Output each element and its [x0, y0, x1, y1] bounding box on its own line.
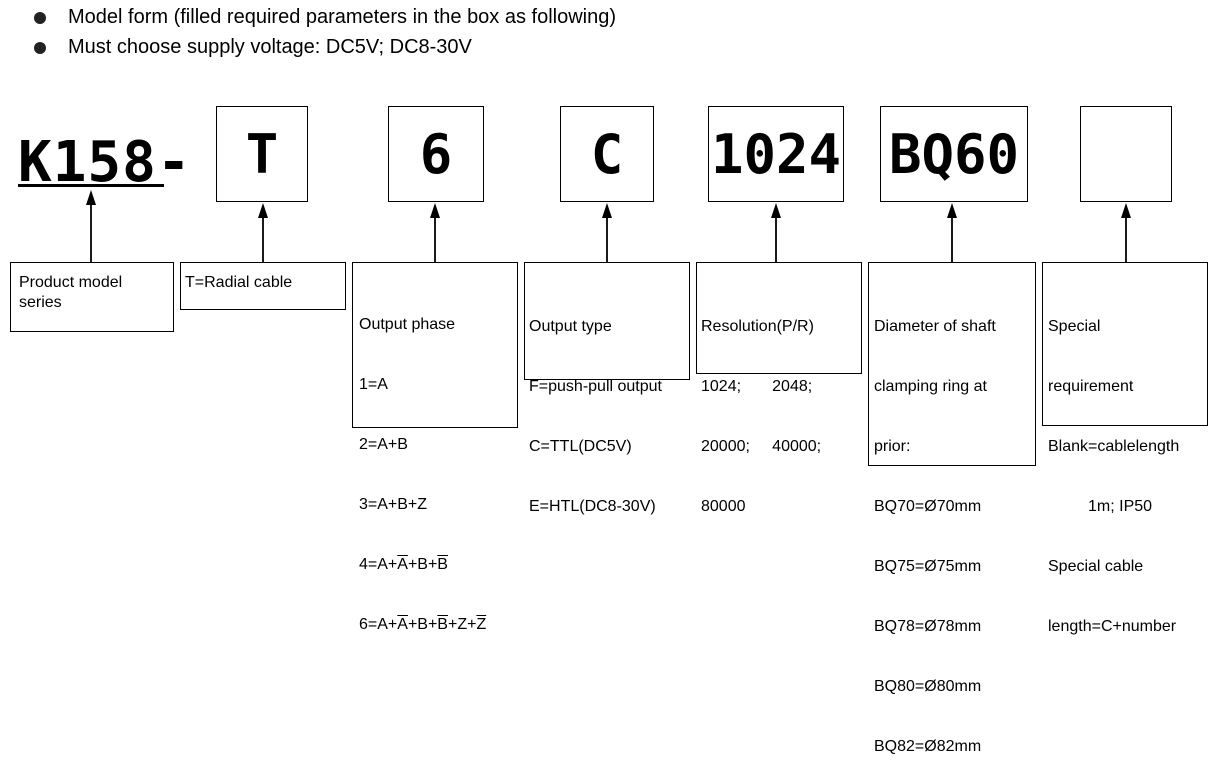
param-box-phase: 6: [388, 106, 484, 202]
param-box-cable: T: [216, 106, 308, 202]
desc-output-phase: Output phase 1=A 2=A+B 3=A+B+Z 4=A+A+B+B…: [352, 262, 518, 633]
bullet-supply-voltage: Must choose supply voltage: DC5V; DC8-30…: [34, 36, 472, 59]
desc-radial-cable: T=Radial cable: [180, 262, 346, 310]
desc-output-type: Output type F=push-pull output C=TTL(DC5…: [524, 262, 690, 515]
connector-arrows: [86, 190, 1131, 262]
desc-special-requirement: Special requirement Blank=cablelength 1m…: [1042, 262, 1208, 635]
param-box-output-type: C: [560, 106, 654, 202]
param-box-shaft: BQ60: [880, 106, 1028, 202]
model-prefix-underline: [18, 184, 164, 187]
bullet-dot-icon: [34, 11, 46, 24]
desc-resolution: Resolution(P/R) 1024; 2048; 20000; 40000…: [696, 262, 862, 515]
bullet-text: Must choose supply voltage: DC5V; DC8-30…: [68, 36, 472, 58]
desc-shaft-diameter: Diameter of shaft clamping ring at prior…: [868, 262, 1036, 755]
bullet-dot-icon: [34, 41, 46, 54]
bullet-model-form: Model form (filled required parameters i…: [34, 6, 616, 29]
param-box-resolution: 1024: [708, 106, 844, 202]
bullet-text: Model form (filled required parameters i…: [68, 6, 617, 28]
param-box-special: [1080, 106, 1172, 202]
